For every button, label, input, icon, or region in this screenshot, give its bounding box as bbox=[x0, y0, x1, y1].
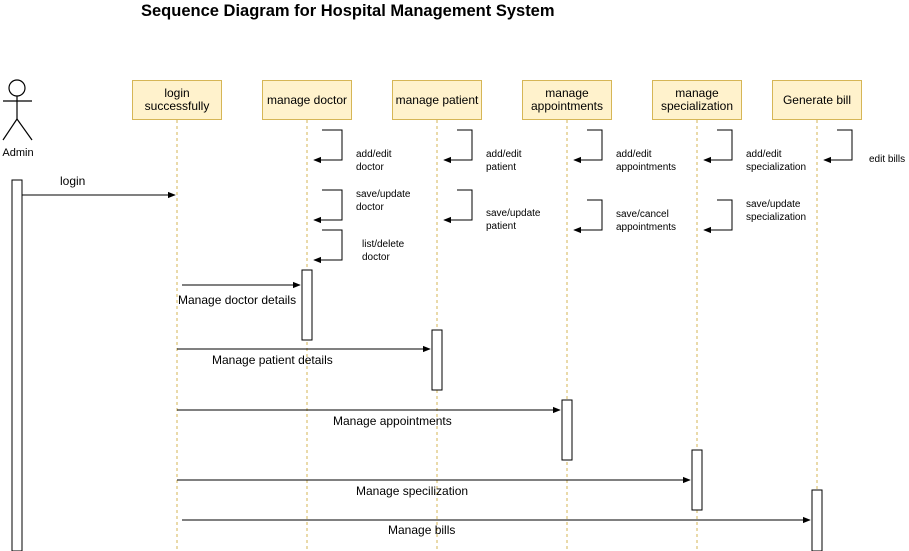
activation-admin bbox=[11, 179, 23, 551]
participant-manage-patient: manage patient bbox=[392, 80, 482, 120]
participant-manage-doctor: manage doctor bbox=[262, 80, 352, 120]
activation-appointments bbox=[561, 399, 573, 461]
self-message-label: add/edit doctor bbox=[356, 149, 392, 173]
self-arrow-specialization-2 bbox=[703, 199, 733, 234]
manage-appointments-message-label: Manage appointments bbox=[333, 414, 452, 428]
self-arrow-doctor-3 bbox=[313, 229, 343, 264]
self-message-label: save/cancel appointments bbox=[616, 209, 677, 233]
self-message-label: add/edit specialization bbox=[746, 149, 807, 173]
self-message-label: edit bills bbox=[869, 154, 906, 165]
manage-doctor-message-label: Manage doctor details bbox=[178, 293, 297, 307]
diagram-title: Sequence Diagram for Hospital Management… bbox=[141, 2, 555, 20]
participant-manage-specialization: manage specialization bbox=[652, 80, 742, 120]
self-message-label: list/delete doctor bbox=[362, 239, 405, 263]
participant-login: login successfully bbox=[132, 80, 222, 120]
self-arrow-doctor-1 bbox=[313, 129, 343, 164]
self-message-label: save/update specialization bbox=[746, 199, 807, 223]
self-message-label: save/update patient bbox=[486, 208, 541, 232]
self-message-label: save/update doctor bbox=[356, 189, 411, 213]
self-arrow-doctor-2 bbox=[313, 189, 343, 224]
self-arrow-bill-1 bbox=[823, 129, 853, 164]
self-message-label: add/edit patient bbox=[486, 149, 522, 173]
manage-patient-message-label: Manage patient details bbox=[212, 353, 333, 367]
message-arrows bbox=[22, 191, 811, 524]
self-message-arrows bbox=[313, 129, 853, 264]
login-message-label: login bbox=[60, 174, 86, 188]
activation-specialization bbox=[691, 449, 703, 511]
self-arrow-specialization-1 bbox=[703, 129, 733, 164]
self-message-label: add/edit appointments bbox=[616, 149, 677, 173]
admin-actor-label: Admin bbox=[2, 147, 34, 159]
self-arrow-patient-1 bbox=[443, 129, 473, 164]
manage-specialization-message-label: Manage specilization bbox=[356, 484, 469, 498]
self-arrow-appointments-2 bbox=[573, 199, 603, 234]
self-arrow-patient-2 bbox=[443, 189, 473, 224]
participant-manage-appointments: manage appointments bbox=[522, 80, 612, 120]
lifelines bbox=[176, 120, 818, 551]
activation-doctor bbox=[301, 269, 313, 341]
self-arrow-appointments-1 bbox=[573, 129, 603, 164]
activation-bars bbox=[11, 179, 823, 551]
activation-bill bbox=[811, 489, 823, 551]
activation-patient bbox=[431, 329, 443, 391]
participant-generate-bill: Generate bill bbox=[772, 80, 862, 120]
manage-bills-message-label: Manage bills bbox=[388, 523, 456, 537]
admin-actor-icon bbox=[2, 79, 33, 141]
